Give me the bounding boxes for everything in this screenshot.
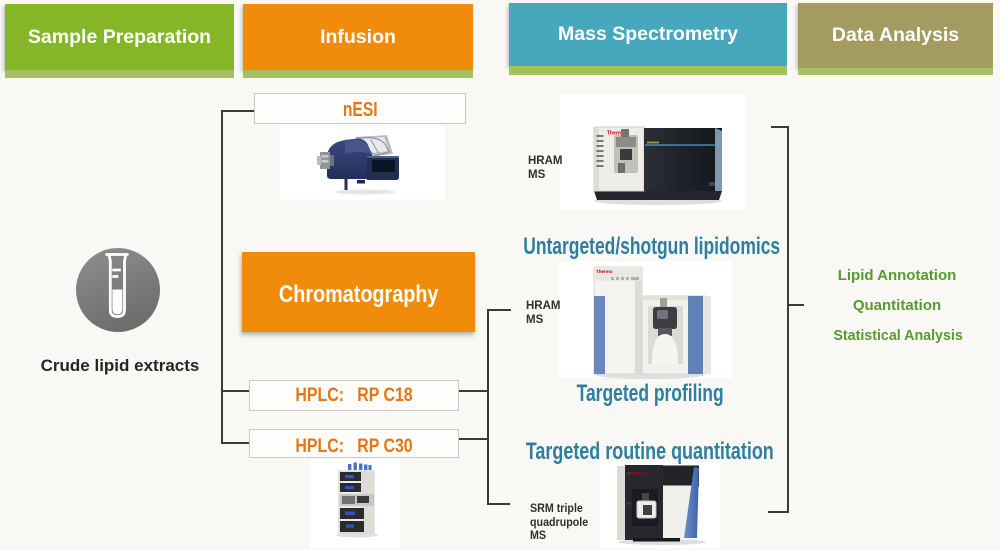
svg-text:Thermo: Thermo [631,471,648,476]
svg-text:Thermo: Thermo [607,131,625,137]
svg-text:Thermo: Thermo [596,269,613,274]
